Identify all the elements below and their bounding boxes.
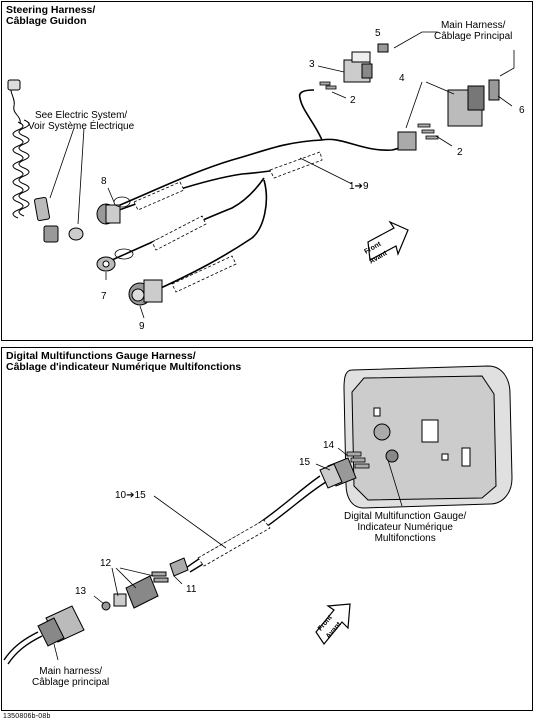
main-harness-label: Main Harness/ Câblage Principal bbox=[434, 20, 513, 42]
callout-13: 13 bbox=[75, 586, 87, 597]
top-leaders bbox=[105, 65, 513, 319]
connector-7-illustration bbox=[96, 248, 134, 272]
callout-7: 7 bbox=[101, 291, 107, 302]
callout-6: 6 bbox=[519, 105, 525, 116]
digital-gauge-illustration bbox=[343, 365, 513, 509]
figure-code: 1350806b-08b bbox=[3, 713, 51, 720]
callout-2-right: 2 bbox=[457, 147, 463, 158]
callout-14: 14 bbox=[323, 440, 335, 451]
pins-14-illustration bbox=[346, 451, 370, 469]
gauge-harness-title: Digital Multifunctions Gauge Harness/ Câ… bbox=[6, 350, 242, 373]
connector-4-illustration bbox=[397, 85, 485, 151]
see-electric-leaders bbox=[49, 127, 85, 225]
callout-8: 8 bbox=[101, 176, 107, 187]
front-arrow-icon bbox=[367, 220, 409, 261]
callout-11: 11 bbox=[186, 584, 197, 595]
callout-15: 15 bbox=[299, 457, 311, 468]
connector-8-illustration bbox=[96, 196, 131, 225]
callout-3: 3 bbox=[309, 59, 315, 70]
see-electric-system-label: See Electric System/ Voir Système Électr… bbox=[28, 110, 135, 132]
connector-9-illustration bbox=[128, 279, 163, 306]
gauge-harness-drawing bbox=[3, 365, 513, 665]
gauge-harness-sleeve bbox=[197, 519, 271, 567]
front-arrow-icon-bottom bbox=[315, 603, 351, 646]
callout-1-9: 1➔9 bbox=[349, 181, 369, 192]
gauge-harness-panel: Digital Multifunctions Gauge Harness/ Câ… bbox=[1, 347, 533, 711]
steering-harness-drawing bbox=[7, 31, 515, 319]
bottom-leaders bbox=[53, 447, 403, 661]
callout-2-top: 2 bbox=[350, 95, 356, 106]
main-harness-label-bottom: Main harness/ Câblage principal bbox=[32, 666, 110, 688]
callout-10-15: 10➔15 bbox=[115, 490, 146, 501]
main-harness-connector-illustration bbox=[37, 605, 85, 647]
harness-sleeves bbox=[133, 151, 323, 293]
callout-4: 4 bbox=[399, 73, 405, 84]
digital-gauge-label: Digital Multifunction Gauge/ Indicateur … bbox=[344, 511, 467, 544]
callout-5: 5 bbox=[375, 28, 381, 39]
callout-12: 12 bbox=[100, 558, 112, 569]
connector-11-illustration bbox=[169, 557, 189, 577]
connector-12-illustration bbox=[113, 571, 169, 609]
connector-3-illustration bbox=[343, 51, 373, 83]
connector-6-illustration bbox=[488, 50, 515, 101]
steering-harness-title: Steering Harness/ Câblage Guidon bbox=[6, 4, 96, 27]
pins-2-illustration bbox=[319, 81, 439, 140]
steering-harness-panel: Steering Harness/ Câblage Guidon bbox=[1, 1, 533, 341]
coiled-cable-illustration bbox=[7, 79, 84, 243]
connector-5-illustration bbox=[377, 31, 438, 53]
callout-9: 9 bbox=[139, 321, 145, 332]
